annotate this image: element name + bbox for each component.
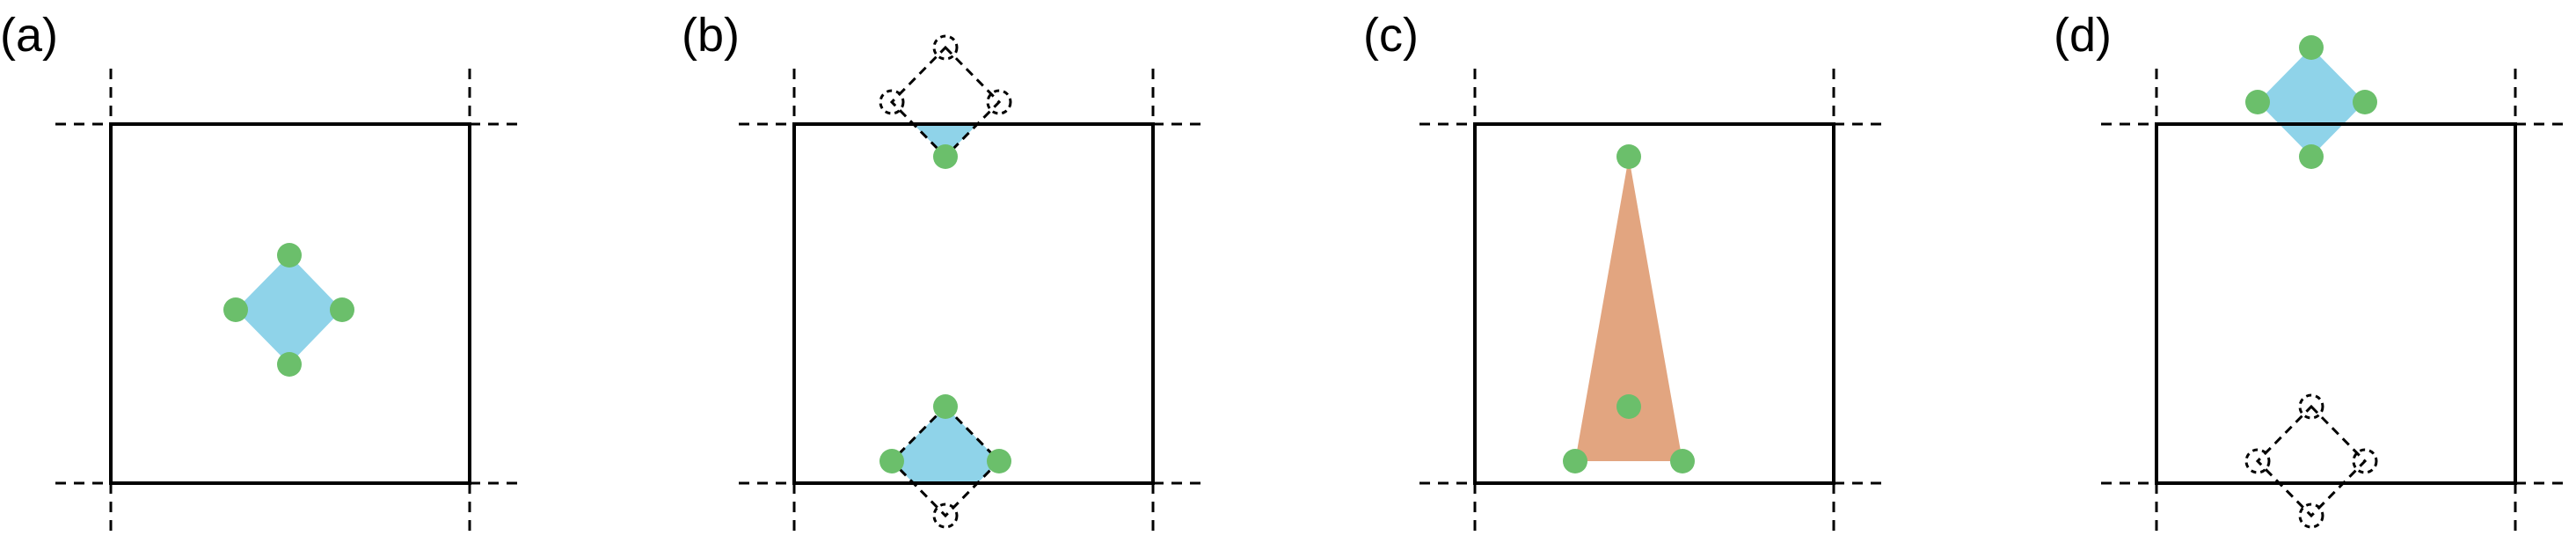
panel-c-stretched-triangle: [1575, 157, 1682, 461]
panel-d-label: (d): [2054, 9, 2112, 62]
panel-b-label: (b): [682, 9, 740, 62]
panel-b-clipped-diamonds: [892, 124, 999, 483]
panel-d-diamond: [2258, 48, 2365, 157]
panel-d-ghost-vertices: [2244, 393, 2378, 529]
panel-a-vertices: [223, 243, 354, 377]
panel-a-diamond: [236, 255, 342, 364]
panel-d-vertices: [2245, 35, 2377, 169]
panel-d-simulation-box: [2155, 122, 2517, 485]
panel-c-label: (c): [1363, 9, 1419, 62]
panel-b-dashed-extensions: [739, 69, 1208, 539]
panel-b-ghost-vertices: [879, 34, 1012, 529]
panel-c-simulation-box: [1473, 122, 1835, 485]
panel-b-vertices: [879, 144, 1011, 473]
panel-a-simulation-box: [109, 122, 471, 485]
panel-a-label: (a): [0, 9, 58, 62]
panel-a: (a): [0, 9, 525, 539]
panel-b-simulation-box: [792, 122, 1155, 485]
panel-b: (b): [682, 9, 1208, 539]
panel-a-dashed-extensions: [55, 69, 525, 539]
panel-d-ghost-diamond: [2255, 404, 2368, 518]
panel-c: (c): [1363, 9, 1889, 539]
panel-d-dashed-extensions: [2101, 69, 2571, 539]
panel-c-dashed-extensions: [1419, 69, 1889, 539]
panel-d: (d): [2054, 9, 2571, 539]
panel-c-vertices: [1563, 144, 1695, 473]
